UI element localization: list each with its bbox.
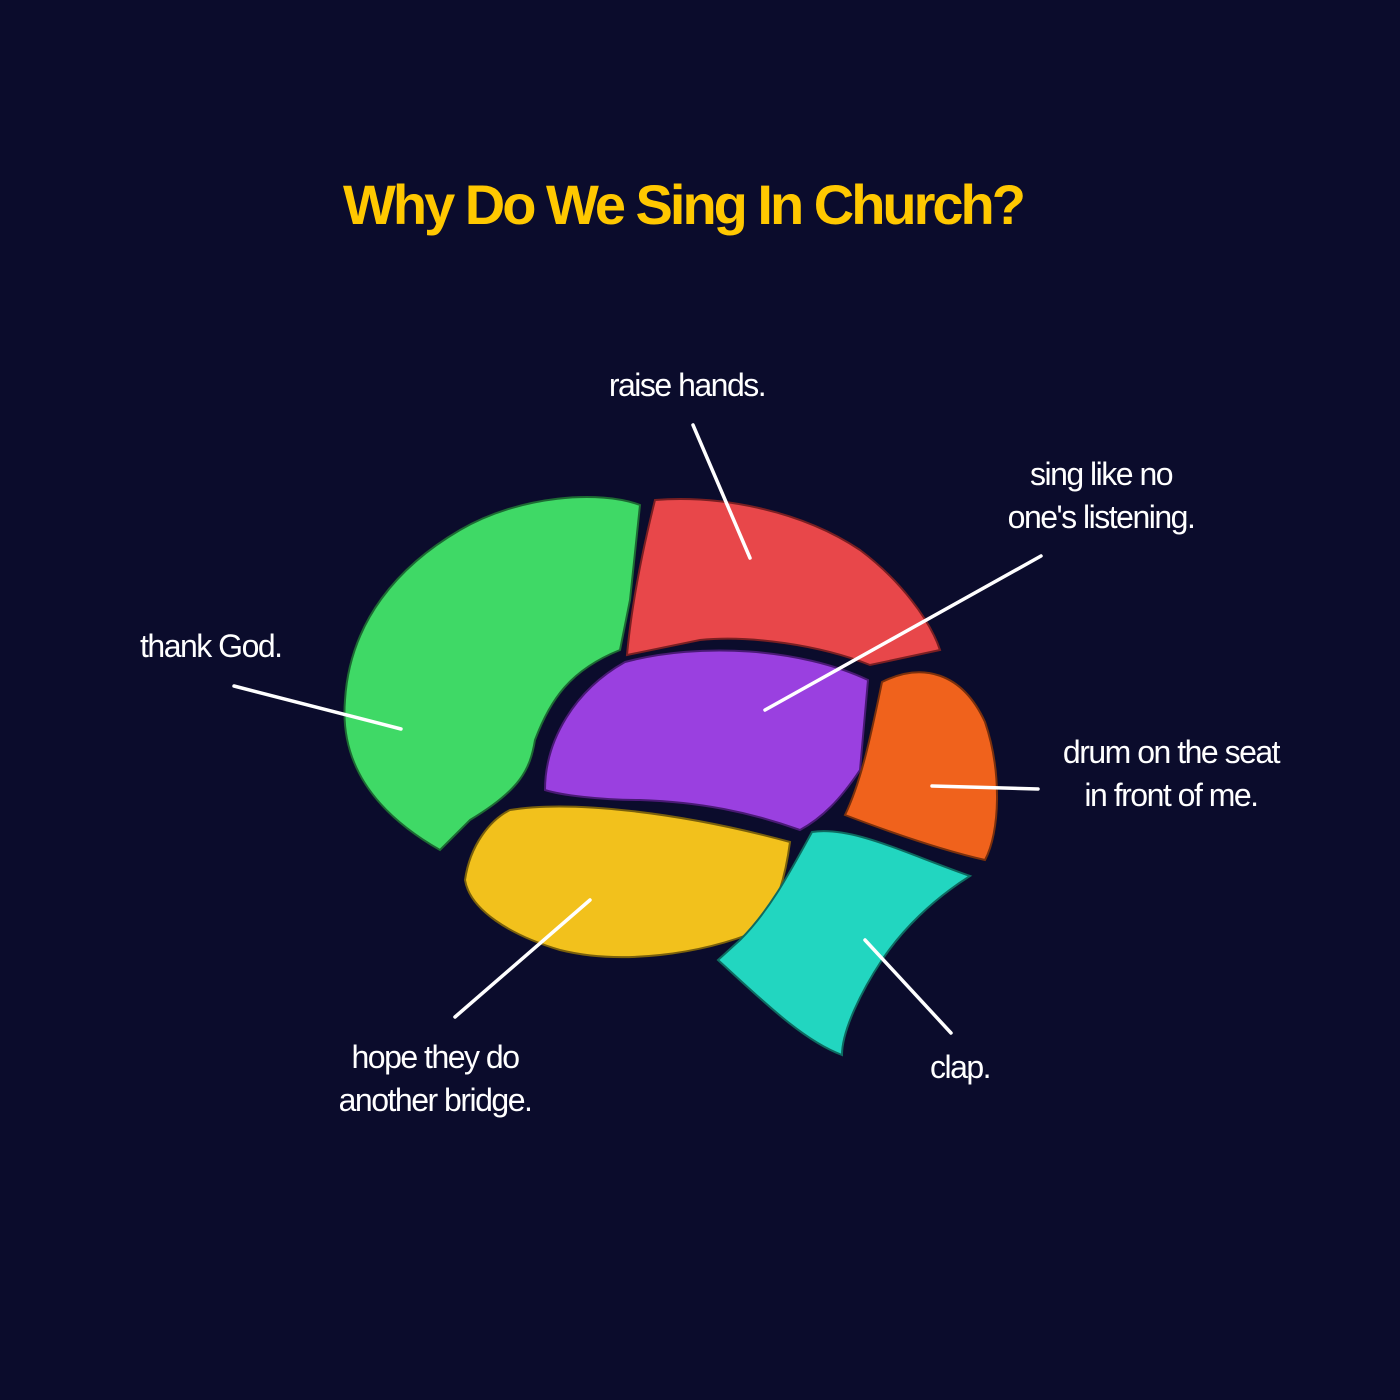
label-hope-line1: hope they do (351, 1039, 520, 1075)
brain-region-occipital (843, 671, 998, 862)
pointer-line-drum (930, 784, 1040, 791)
brain-region-temporal-low (463, 805, 792, 959)
pointer-line-raise-hands (691, 423, 752, 560)
brain-region-temporal-mid (543, 649, 870, 832)
pointer-line-thank (232, 684, 403, 731)
page-title: Why Do We Sing In Church? (343, 173, 1026, 236)
label-raise-hands: raise hands. (608, 367, 767, 403)
label-hope-line2: another bridge. (338, 1082, 533, 1118)
label-drum: drum on the seat in front of me. (1062, 731, 1281, 817)
pointer-line-clap (863, 938, 953, 1035)
label-clap: clap. (929, 1049, 992, 1085)
label-thank: thank God. (140, 628, 283, 664)
label-sing-line1: sing like no (1029, 456, 1174, 492)
pointer-line-sing (763, 554, 1043, 712)
label-drum-line1: drum on the seat (1062, 734, 1281, 770)
label-hope: hope they do another bridge. (338, 1036, 533, 1122)
brain-region-frontal (343, 496, 642, 852)
label-sing-line2: one's listening. (1007, 499, 1196, 535)
brain-region-parietal (625, 498, 942, 667)
pointer-line-hope (453, 898, 592, 1019)
label-sing: sing like no one's listening. (1007, 453, 1196, 539)
brain-region-cerebellum (716, 830, 973, 1057)
label-drum-line2: in front of me. (1084, 777, 1259, 813)
